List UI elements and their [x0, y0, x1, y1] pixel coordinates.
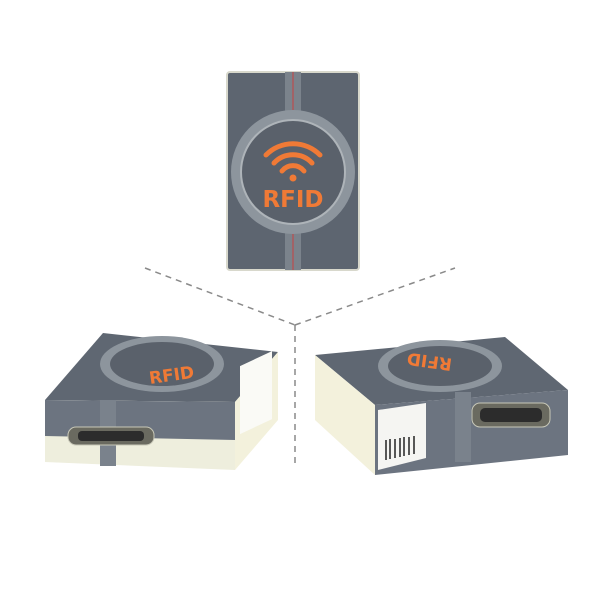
- dashed-dividers: [144, 267, 456, 465]
- rfid-logo: RFID: [262, 187, 323, 213]
- barcode: [385, 436, 415, 460]
- device-top-view: RFID: [226, 71, 360, 271]
- device-left-view: RFID: [45, 333, 278, 470]
- wifi-icon: [263, 141, 323, 174]
- device-right-view: RFID: [315, 337, 568, 475]
